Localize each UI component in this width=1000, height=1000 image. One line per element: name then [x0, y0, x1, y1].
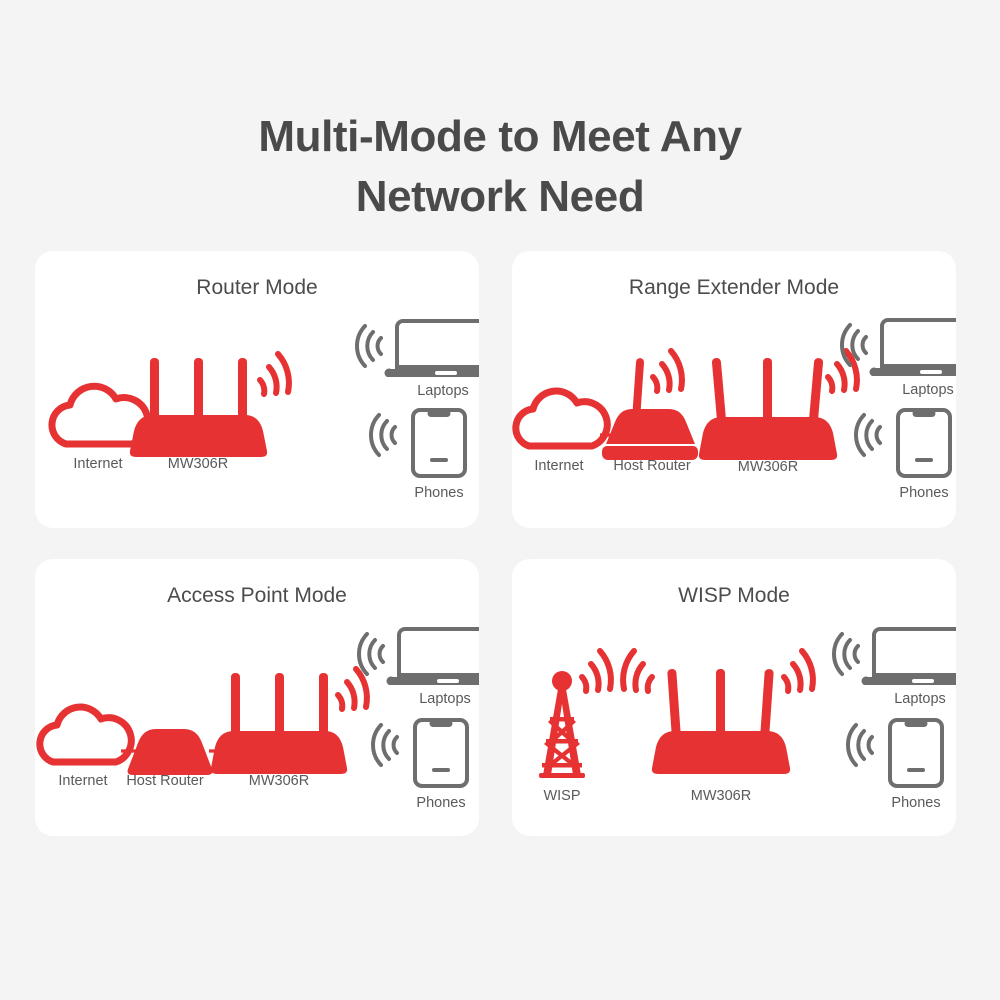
label-host-router: Host Router [126, 773, 204, 789]
wifi-waves-icon [257, 351, 292, 397]
label-laptops: Laptops [417, 383, 469, 399]
phone-icon [888, 718, 944, 788]
label-phones: Phones [416, 795, 465, 811]
wisp-mode-diagram: WISP [512, 613, 956, 836]
mw306r-router-icon [698, 358, 838, 460]
label-phones: Phones [899, 485, 948, 501]
wifi-waves-laptop-icon [840, 323, 868, 367]
wifi-waves-tower-icon [579, 648, 614, 694]
wifi-waves-icon [781, 648, 816, 694]
wifi-waves-incoming-icon [620, 648, 655, 694]
mode-card-access-point[interactable]: Access Point Mode Internet Host Router [35, 559, 479, 836]
card-title-range-extender: Range Extender Mode [628, 276, 840, 299]
label-laptops: Laptops [894, 691, 946, 707]
laptop-icon [861, 627, 956, 685]
wifi-waves-laptop-icon [357, 632, 385, 676]
label-laptops: Laptops [419, 691, 471, 707]
label-mw306r: MW306R [691, 788, 751, 804]
range-extender-mode-diagram: Internet Host Router [512, 305, 956, 528]
laptop-icon [386, 627, 479, 685]
label-wisp: WISP [543, 788, 580, 804]
mode-card-wisp[interactable]: WISP Mode [512, 559, 956, 836]
label-phones: Phones [891, 795, 940, 811]
page-title-line-1: Multi-Mode to Meet Any [258, 112, 742, 162]
cloud-icon [512, 387, 611, 450]
wifi-waves-icon [335, 666, 370, 712]
page-title-line-2: Network Need [355, 172, 645, 222]
card-title-wisp: WISP Mode [678, 584, 790, 607]
cloud-icon [36, 703, 135, 766]
label-phones: Phones [414, 485, 463, 501]
wifi-waves-phone-icon [846, 723, 874, 767]
wisp-tower-icon [539, 671, 585, 778]
card-title-router: Router Mode [196, 276, 318, 299]
phone-icon [896, 408, 952, 478]
mode-card-grid: Router Mode Internet [35, 251, 965, 836]
label-mw306r: MW306R [168, 456, 228, 472]
wifi-waves-laptop-icon [832, 632, 860, 676]
page-title: Multi-Mode to Meet Any Network Need [0, 107, 1000, 227]
wifi-waves-host-icon [650, 348, 685, 394]
label-host-router: Host Router [613, 458, 691, 474]
phone-icon [413, 718, 469, 788]
host-router-icon [602, 358, 698, 460]
label-internet: Internet [534, 458, 583, 474]
mw306r-router-icon [129, 358, 268, 457]
phone-icon [411, 408, 467, 478]
label-mw306r: MW306R [249, 773, 309, 789]
laptop-icon [384, 319, 479, 377]
wifi-waves-phone-icon [369, 413, 397, 457]
wifi-waves-phone-icon [854, 413, 882, 457]
label-internet: Internet [58, 773, 107, 789]
router-mode-diagram: Internet MW306R [35, 305, 479, 528]
host-router-icon [127, 729, 213, 775]
mode-card-router[interactable]: Router Mode Internet [35, 251, 479, 528]
label-laptops: Laptops [902, 382, 954, 398]
wifi-waves-laptop-icon [355, 324, 383, 368]
laptop-icon [869, 318, 956, 376]
label-mw306r: MW306R [738, 459, 798, 475]
mode-card-range-extender[interactable]: Range Extender Mode Internet Host Router [512, 251, 956, 528]
wifi-waves-phone-icon [371, 723, 399, 767]
wifi-waves-icon [825, 348, 860, 394]
card-title-access-point: Access Point Mode [167, 584, 347, 607]
mw306r-router-icon [651, 669, 791, 774]
access-point-mode-diagram: Internet Host Router MW306R [35, 613, 479, 836]
mw306r-router-icon [210, 673, 348, 774]
label-internet: Internet [73, 456, 122, 472]
